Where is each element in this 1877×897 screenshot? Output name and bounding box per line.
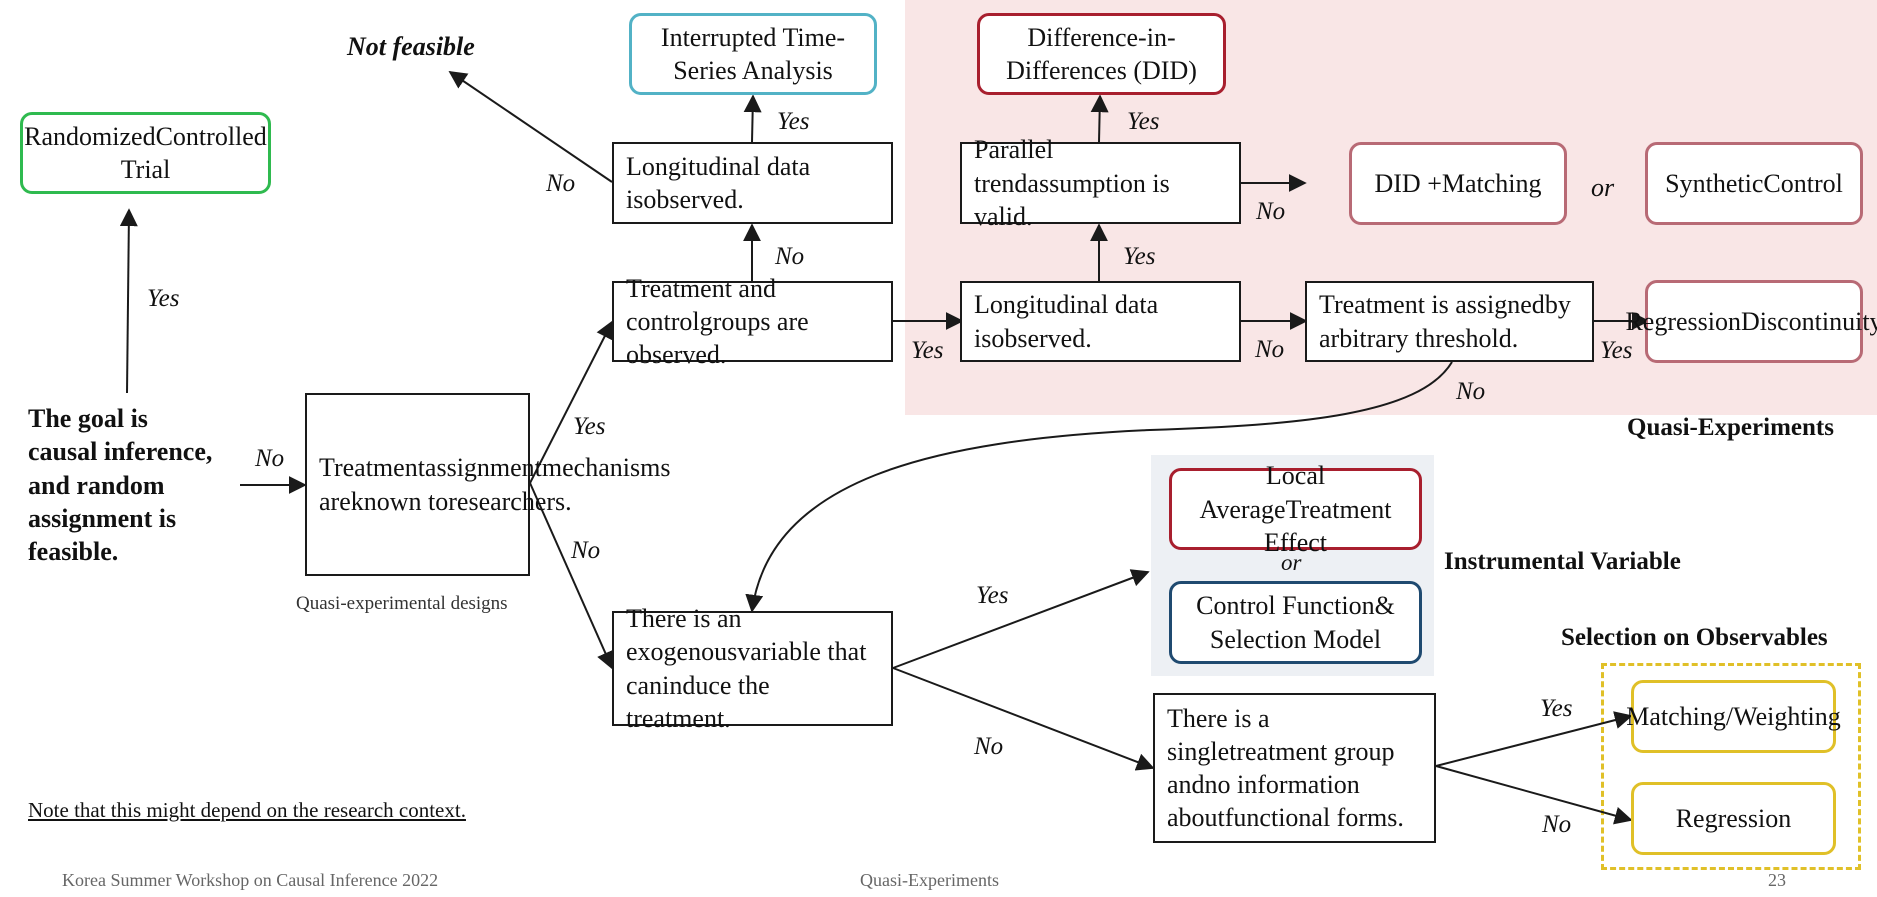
no-label-long2: No: [1255, 336, 1285, 363]
arrow-single-no: [1435, 765, 1633, 825]
arrow-exogenous-no: [892, 667, 1155, 771]
synthetic-control-box: SyntheticControl: [1645, 142, 1863, 225]
no-label-threshold: No: [1456, 378, 1486, 405]
note-text: Note that this might depend on the resea…: [28, 798, 466, 822]
no-label-single: No: [1542, 811, 1572, 838]
yes-label-long1: Yes: [777, 108, 810, 135]
matching-box: Matching/Weighting: [1626, 680, 1841, 753]
arrow-threshold-no: [745, 361, 1453, 613]
yes-label-mechanisms: Yes: [573, 413, 606, 440]
longitudinal-data-box-1: Longitudinal data isobserved.: [612, 142, 893, 224]
arrow-long1-yes: [743, 94, 762, 143]
did-matching-box: DID +Matching: [1349, 142, 1567, 225]
regression-box: Regression: [1631, 782, 1836, 855]
rd-box: RegressionDiscontinuity: [1625, 280, 1877, 363]
did-box: Difference-in-Differences (DID): [977, 13, 1226, 95]
yes-label-parallel: Yes: [1127, 108, 1160, 135]
arrow-long1-no: [448, 70, 613, 183]
not-feasible-label: Not feasible: [347, 32, 475, 61]
mechanisms-box: Treatmentassignmentmechanisms areknown t…: [305, 393, 670, 576]
arrow-exogenous-yes: [892, 569, 1150, 669]
rct-box: RandomizedControlled Trial: [20, 112, 271, 194]
footer-title: Quasi-Experiments: [860, 870, 999, 890]
no-label-goal: No: [255, 445, 285, 472]
yes-label-goal: Yes: [147, 285, 180, 312]
selection-on-observables-heading: Selection on Observables: [1561, 624, 1828, 651]
arrow-mechanisms-yes: [529, 320, 613, 484]
footer-workshop: Korea Summer Workshop on Causal Inferenc…: [62, 870, 439, 890]
no-label-long1: No: [546, 170, 576, 197]
arrow-single-yes: [1435, 711, 1633, 767]
goal-statement: The goal is causal inference, and random…: [28, 404, 213, 567]
single-group-box: There is a singletreatment group andno i…: [1153, 693, 1436, 843]
longitudinal-data-box-2: Longitudinal data isobserved.: [960, 281, 1241, 362]
quasi-designs-caption: Quasi-experimental designs: [296, 593, 508, 614]
no-label-parallel: No: [1256, 198, 1286, 225]
no-label-tc: No: [775, 243, 805, 270]
quasi-experiments-heading: Quasi-Experiments: [1627, 414, 1834, 441]
instrumental-variable-heading: Instrumental Variable: [1444, 548, 1681, 575]
its-box: Interrupted Time-Series Analysis: [629, 13, 877, 95]
yes-label-single: Yes: [1540, 695, 1573, 722]
exogenous-variable-box: There is an exogenousvariable that canin…: [612, 604, 893, 733]
no-label-mechanisms: No: [571, 537, 601, 564]
arrow-parallel-yes: [1090, 94, 1109, 143]
yes-label-tc: Yes: [911, 337, 944, 364]
page-number: 23: [1768, 870, 1786, 890]
or-label-synthetic: or: [1591, 173, 1615, 202]
selection-on-observables-region: [1601, 663, 1861, 870]
treatment-control-box: Treatment and controlgroups are observed…: [612, 274, 893, 369]
yes-label-exogenous: Yes: [976, 582, 1009, 609]
late-box: Local AverageTreatment Effect: [1169, 461, 1422, 557]
control-function-box: Control Function& Selection Model: [1169, 581, 1422, 664]
no-label-exogenous: No: [974, 733, 1004, 760]
parallel-trend-box: Parallel trendassumption is valid.: [960, 135, 1241, 231]
yes-label-threshold: Yes: [1600, 337, 1633, 364]
arrow-goal-yes: [119, 208, 138, 394]
threshold-box: Treatment is assignedby arbitrary thresh…: [1305, 281, 1594, 362]
or-label-iv: or: [1281, 550, 1302, 575]
arrow-mechanisms-no: [529, 482, 614, 670]
yes-label-long2: Yes: [1123, 243, 1156, 270]
